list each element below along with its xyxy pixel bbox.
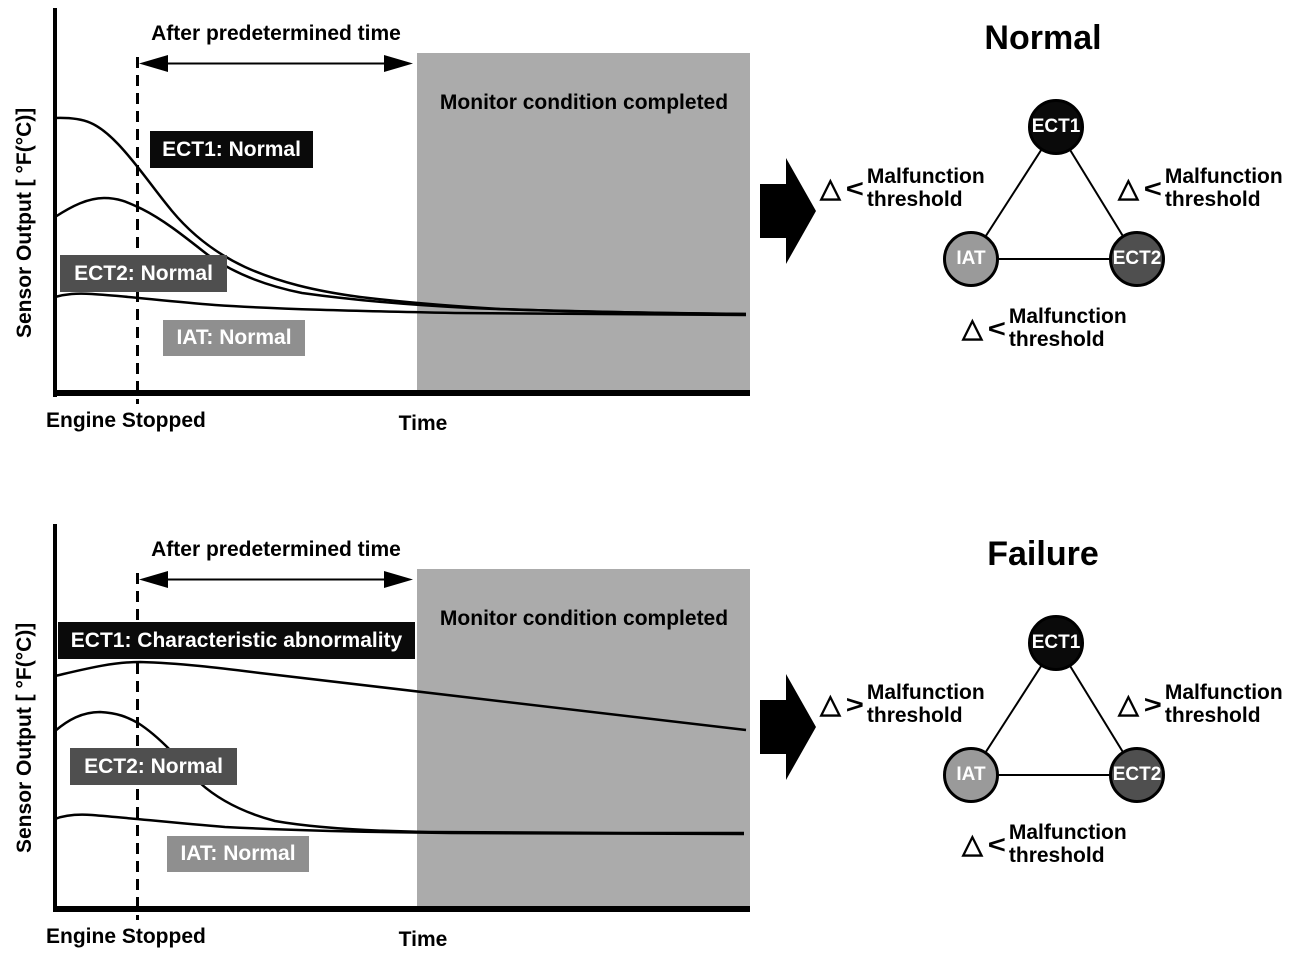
x-axis-normal	[53, 390, 750, 396]
threshold-right-failure: △ > Malfunction threshold	[1118, 681, 1297, 727]
predetermined-time-label-normal: After predetermined time	[151, 22, 401, 45]
threshold-label: Malfunction threshold	[866, 681, 985, 727]
result-arrow-icon-normal	[760, 158, 816, 264]
x-axis-failure	[53, 906, 750, 912]
iat-node-normal: IAT	[943, 231, 999, 287]
ect2-node-label: ECT2	[1112, 248, 1162, 269]
ect2-series-tag-failure: ECT2: Normal	[70, 748, 237, 785]
ect1-series-tag-text: ECT1: Normal	[162, 137, 301, 161]
monitor-region-failure	[417, 569, 750, 906]
y-axis-label-failure: Sensor Output [ °F(°C)]	[13, 622, 36, 853]
threshold-left-normal: △ < Malfunction threshold	[820, 165, 999, 211]
iat-curve-failure	[54, 813, 745, 836]
delta-triangle-icon: △	[1118, 689, 1139, 720]
iat-series-tag-text: IAT: Normal	[176, 326, 292, 349]
y-axis-normal	[53, 8, 57, 397]
iat-node-failure: IAT	[943, 747, 999, 803]
ect2-node-label: ECT2	[1112, 764, 1162, 785]
monitor-region-normal	[417, 53, 750, 390]
comparator-less-icon: <	[1143, 174, 1162, 204]
ect1-node-label: ECT1	[1031, 632, 1081, 653]
monitor-condition-label-failure: Monitor condition completed	[439, 607, 729, 630]
predetermined-time-arrow-normal	[139, 55, 413, 72]
comparator-less-icon: <	[987, 830, 1006, 860]
threshold-bottom-failure: △ < Malfunction threshold	[962, 821, 1141, 867]
ect1-series-tag-failure: ECT1: Characteristic abnormality	[58, 622, 415, 659]
comparator-greater-icon: >	[845, 690, 864, 720]
threshold-label: Malfunction threshold	[1164, 681, 1283, 727]
y-axis-label-normal: Sensor Output [ °F(°C)]	[13, 107, 36, 338]
iat-series-tag-failure: IAT: Normal	[167, 836, 309, 872]
delta-triangle-icon: △	[962, 313, 983, 344]
comparator-less-icon: <	[845, 174, 864, 204]
ect2-series-tag-normal: ECT2: Normal	[60, 255, 227, 292]
ect1-series-tag-normal: ECT1: Normal	[150, 131, 313, 168]
ect2-node-normal: ECT2	[1109, 231, 1165, 287]
delta-triangle-icon: △	[820, 173, 841, 204]
iat-node-label: IAT	[956, 248, 986, 269]
delta-triangle-icon: △	[962, 829, 983, 860]
ect1-curve-failure	[54, 660, 747, 732]
threshold-label: Malfunction threshold	[1008, 821, 1127, 867]
ect2-curve-normal	[54, 196, 747, 316]
threshold-label: Malfunction threshold	[1008, 305, 1127, 351]
ect2-node-failure: ECT2	[1109, 747, 1165, 803]
ect1-node-label: ECT1	[1031, 116, 1081, 137]
ect1-series-tag-text: ECT1: Characteristic abnormality	[70, 628, 403, 652]
result-arrow-icon-failure	[760, 674, 816, 780]
time-label-failure: Time	[398, 928, 448, 951]
engine-stopped-label-failure: Engine Stopped	[46, 925, 206, 948]
monitor-condition-label-normal: Monitor condition completed	[439, 91, 729, 114]
predetermined-time-label-failure: After predetermined time	[151, 538, 401, 561]
result-title-failure: Failure	[987, 535, 1099, 573]
delta-triangle-icon: △	[820, 689, 841, 720]
ect2-series-tag-text: ECT2: Normal	[74, 261, 213, 285]
iat-node-label: IAT	[956, 764, 986, 785]
ect2-series-tag-text: ECT2: Normal	[84, 754, 223, 778]
threshold-label: Malfunction threshold	[1164, 165, 1283, 211]
ect1-node-failure: ECT1	[1028, 615, 1084, 671]
threshold-bottom-normal: △ < Malfunction threshold	[962, 305, 1141, 351]
threshold-left-failure: △ > Malfunction threshold	[820, 681, 999, 727]
ect1-node-normal: ECT1	[1028, 99, 1084, 155]
delta-triangle-icon: △	[1118, 173, 1139, 204]
result-title-normal: Normal	[984, 19, 1102, 57]
comparator-less-icon: <	[987, 314, 1006, 344]
y-axis-failure	[53, 524, 57, 912]
predetermined-time-arrow-failure	[139, 571, 413, 588]
threshold-label: Malfunction threshold	[866, 165, 985, 211]
engine-stopped-label-normal: Engine Stopped	[46, 409, 206, 432]
iat-curve-normal	[54, 292, 747, 317]
time-label-normal: Time	[398, 412, 448, 435]
threshold-right-normal: △ < Malfunction threshold	[1118, 165, 1297, 211]
iat-series-tag-normal: IAT: Normal	[163, 320, 305, 356]
iat-series-tag-text: IAT: Normal	[180, 842, 296, 865]
comparator-greater-icon: >	[1143, 690, 1162, 720]
